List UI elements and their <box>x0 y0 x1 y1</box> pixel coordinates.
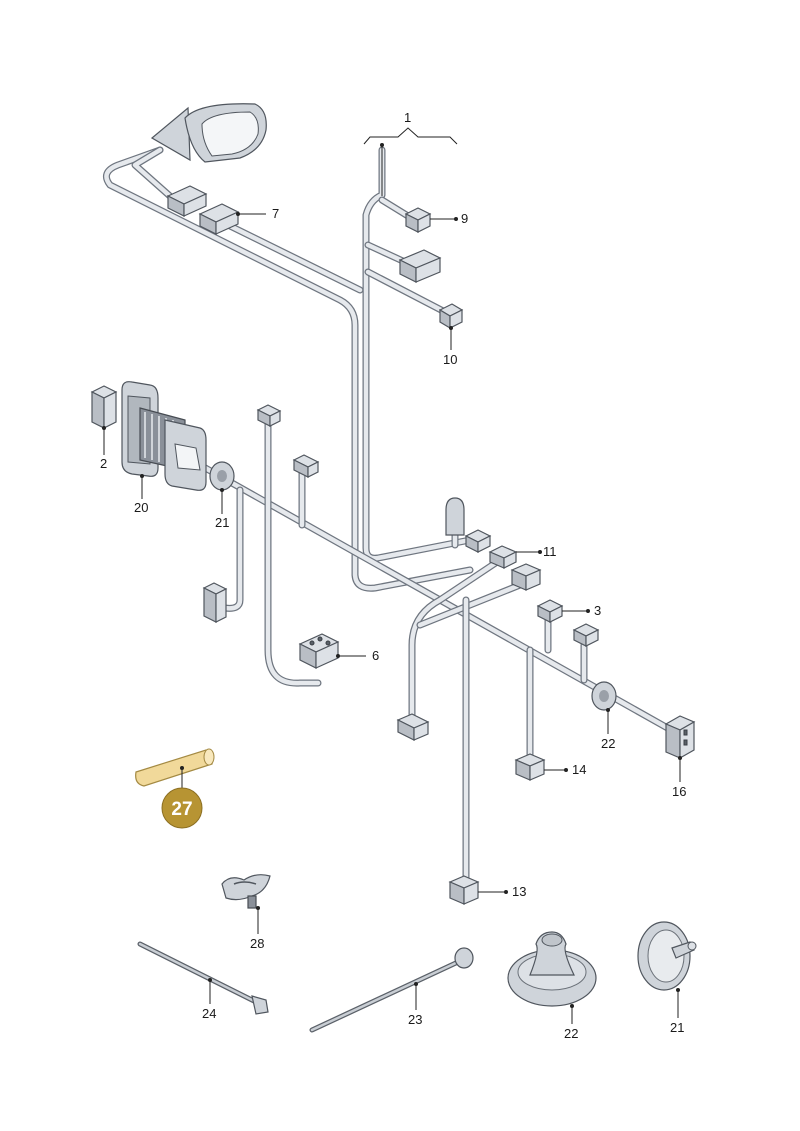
cable-tie-23 <box>309 947 474 1033</box>
label-2: 2 <box>100 456 107 471</box>
connector-6 <box>298 633 340 669</box>
grommet-22 <box>507 931 597 1007</box>
grommet-21-inline <box>209 461 235 491</box>
label-14: 14 <box>572 762 586 777</box>
connector-left-bracket <box>202 582 228 623</box>
connector-10 <box>438 303 464 330</box>
connector-7 <box>198 203 240 235</box>
label-22: 22 <box>564 1026 578 1041</box>
label-20: 20 <box>134 500 148 515</box>
label-10: 10 <box>443 352 457 367</box>
label-27: 27 <box>171 799 192 820</box>
badge-circle <box>161 787 203 829</box>
label-28: 28 <box>250 936 264 951</box>
harness-wires <box>102 146 684 884</box>
label-22-inline: 22 <box>601 736 615 751</box>
connectors <box>90 185 696 905</box>
connector-mirror-a <box>166 185 208 217</box>
label-1: 1 <box>404 110 411 125</box>
label-7: 7 <box>272 206 279 221</box>
connector-top-mid <box>292 454 320 478</box>
part-labels: 1 7 9 10 2 20 21 11 3 6 22 14 16 13 28 2… <box>100 110 686 1041</box>
connector-3 <box>536 599 564 623</box>
label-23: 23 <box>408 1012 422 1027</box>
label-11: 11 <box>543 544 557 559</box>
connector-16 <box>664 715 696 760</box>
label-21-inline: 21 <box>215 515 229 530</box>
bellows-20 <box>121 381 207 491</box>
connector-11-a <box>445 497 465 536</box>
connector-14 <box>514 753 546 781</box>
connector-11-b <box>464 529 492 553</box>
highlight-badge-27[interactable]: 27 <box>161 787 203 829</box>
connector-2 <box>90 385 118 429</box>
connector-13 <box>448 875 480 905</box>
connector-11-c <box>510 563 542 591</box>
connector-11 <box>488 545 518 569</box>
mirror-housing <box>150 103 267 163</box>
label-3: 3 <box>594 603 601 618</box>
connector-top-left <box>256 404 282 427</box>
grommet-22-inline <box>591 681 617 711</box>
connector-3-b <box>572 623 600 647</box>
leader-lines <box>102 127 682 1024</box>
connector-drop-left <box>396 713 430 741</box>
cable-tie-24 <box>137 941 269 1015</box>
connector-9 <box>404 207 432 233</box>
label-16: 16 <box>672 784 686 799</box>
label-6: 6 <box>372 648 379 663</box>
connector-triple <box>398 249 442 283</box>
label-13: 13 <box>512 884 526 899</box>
protective-sleeve-27 <box>135 748 215 787</box>
grommet-21 <box>637 921 697 991</box>
label-21: 21 <box>670 1020 684 1035</box>
label-9: 9 <box>461 211 468 226</box>
clip-28 <box>221 874 271 909</box>
label-24: 24 <box>202 1006 216 1021</box>
